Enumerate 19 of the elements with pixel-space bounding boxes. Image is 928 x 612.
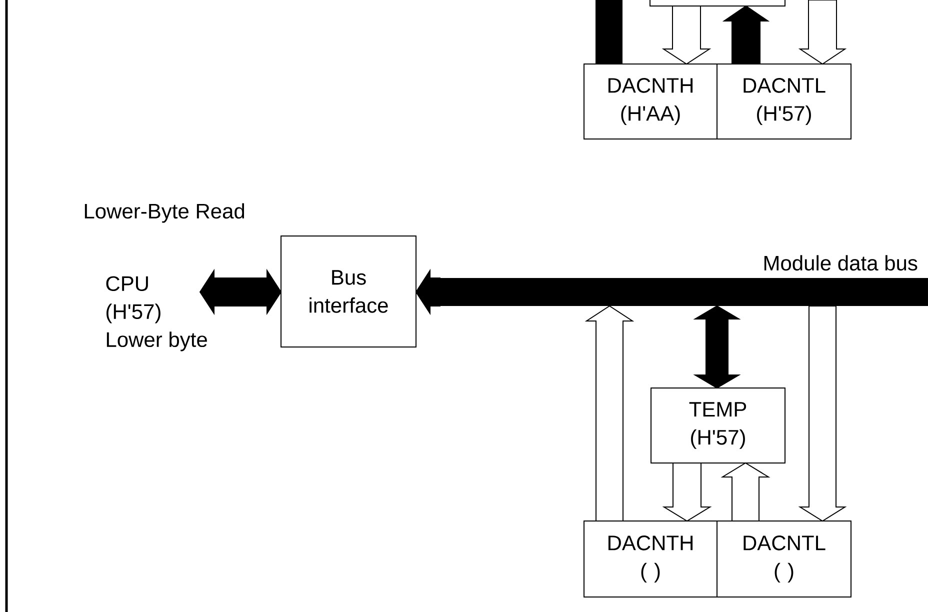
block-arrow [662,462,712,522]
section-heading: Lower-Byte Read [84,203,244,223]
block-arrow [798,306,847,522]
block-arrow [720,462,770,522]
register-box: DACNTL (H'57) [716,64,852,140]
register-box: DACNTL ( ) [716,520,852,598]
register-box: DACNTH (H'AA) [584,64,718,140]
data-bus-bar: Module data bus [440,255,928,306]
register-box: TEMP (H'57) [650,388,786,464]
block-arrow [415,268,440,316]
register-box: DACNTH ( ) [584,520,718,598]
text-label: CPU (H'57) Lower byte [106,276,207,352]
block-arrow [798,0,847,65]
bar-connector [596,0,622,64]
block-arrow [662,6,712,65]
register-box: Bus interface [280,236,416,348]
block-arrow [584,305,634,522]
node-label: Module data bus [764,255,918,271]
block-arrow [722,5,770,64]
